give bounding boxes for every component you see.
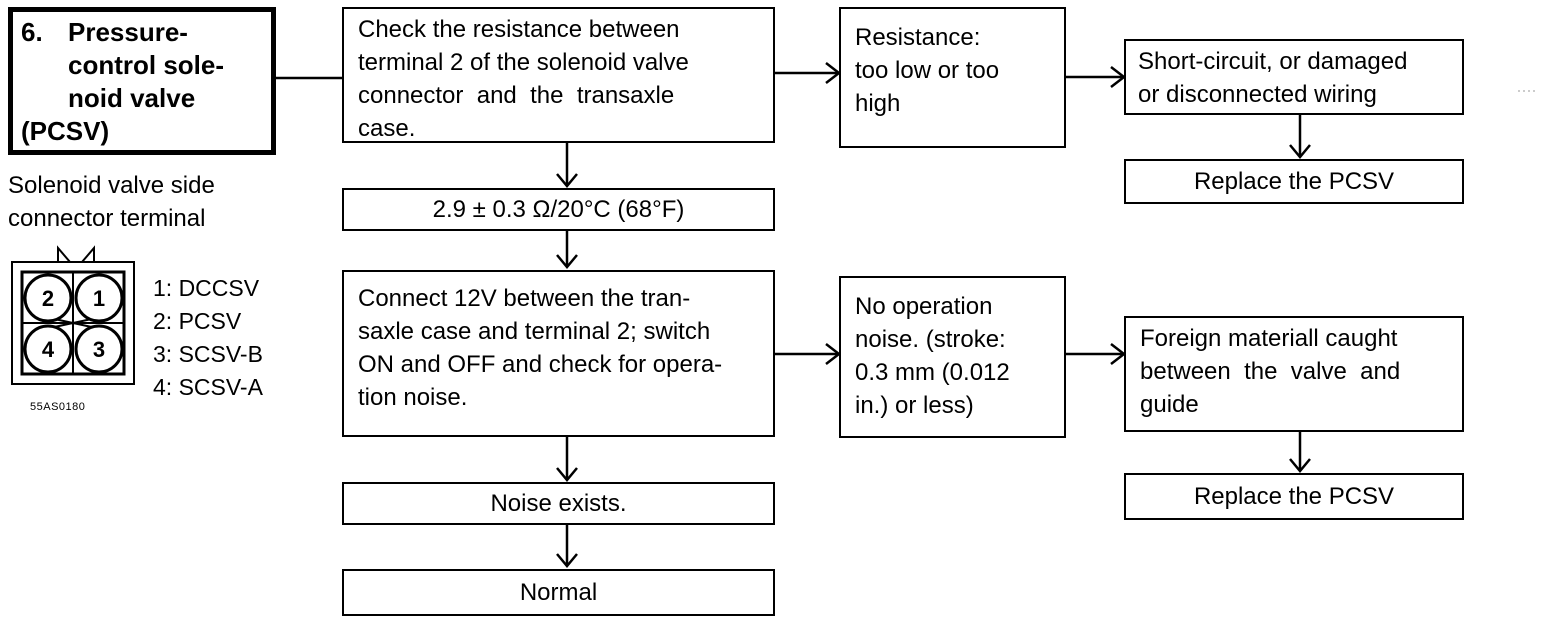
check-line-4: case. [358, 115, 416, 142]
title-line-4: (PCSV) [21, 116, 110, 146]
wiring-line-2: or disconnected wiring [1138, 81, 1377, 108]
check-line-3: connector and the transaxle [358, 82, 675, 109]
foreign-line-3: guide [1140, 391, 1199, 418]
replace-1-text: Replace the PCSV [1193, 167, 1395, 195]
check-line-1: Check the resistance between [358, 16, 680, 43]
noise-exists-text: Noise exists. [490, 489, 627, 517]
fault-no-noise: No operation noise. (stroke: 0.3 mm (0.0… [839, 276, 1066, 438]
arrowhead-noise-normal [556, 553, 578, 568]
connector-legend: 1: DCCSV 2: PCSV 3: SCSV-B 4: SCSV-A [153, 272, 263, 404]
pin-4-label: 4 [42, 337, 55, 362]
step-noise-exists: Noise exists. [342, 482, 775, 525]
arrowhead-check-spec [556, 173, 578, 188]
connect-line-3: ON and OFF and check for opera- [358, 351, 723, 378]
action-replace-pcsv-2: Replace the PCSV [1124, 473, 1464, 520]
pin-2-label: 2 [42, 286, 54, 311]
legend-item-3: 3: SCSV-B [153, 341, 263, 367]
arrowhead-foreign-replace [1289, 458, 1311, 473]
foreign-line-1: Foreign materiall caught [1140, 325, 1398, 352]
title-number: 6. [21, 17, 43, 47]
connect-line-2: saxle case and terminal 2; switch [358, 318, 711, 345]
action-replace-pcsv-1: Replace the PCSV [1124, 159, 1464, 204]
step-connect-12v: Connect 12V between the tran- saxle case… [342, 270, 775, 437]
replace-2-text: Replace the PCSV [1193, 482, 1395, 510]
step-resistance-spec: 2.9 ± 0.3 Ω/20°C (68°F) [342, 188, 775, 231]
legend-item-2: 2: PCSV [153, 308, 242, 334]
no-noise-line-3: 0.3 mm (0.012 [855, 359, 1010, 386]
pin-1-label: 1 [93, 286, 105, 311]
connector-terminal-drawing [11, 245, 135, 385]
connector-caption-line-2: connector terminal [8, 205, 206, 232]
title-box: 6. Pressure- control sole- noid valve (P… [8, 7, 276, 155]
wiring-line-1: Short-circuit, or damaged [1138, 48, 1408, 75]
resistance-line-3: high [855, 90, 901, 117]
no-noise-line-2: noise. (stroke: [855, 326, 1006, 353]
arrowhead-wiring-replace [1289, 144, 1311, 159]
spec-text: 2.9 ± 0.3 Ω/20°C (68°F) [432, 195, 685, 223]
title-line-2: control sole- [68, 50, 225, 80]
title-line-3: noid valve [68, 83, 196, 113]
arrowhead-spec-connect [556, 254, 578, 269]
connector-caption-line-1: Solenoid valve side [8, 172, 215, 199]
check-line-2: terminal 2 of the solenoid valve [358, 49, 689, 76]
arrowhead-connect-noise [556, 467, 578, 482]
foreign-line-2: between the valve and [1140, 358, 1401, 385]
step-normal: Normal [342, 569, 775, 616]
pin-3-label: 3 [93, 337, 105, 362]
connect-line-4: tion noise. [358, 384, 468, 411]
figure-code: 55AS0180 [30, 401, 86, 413]
normal-text: Normal [519, 578, 598, 606]
no-noise-line-1: No operation [855, 293, 993, 320]
resistance-line-2: too low or too [855, 57, 1000, 84]
title-line-1: Pressure- [68, 17, 188, 47]
resistance-line-1: Resistance: [855, 24, 981, 51]
legend-item-4: 4: SCSV-A [153, 374, 263, 400]
fault-resistance: Resistance: too low or too high [839, 7, 1066, 148]
fault-foreign-material: Foreign materiall caught between the val… [1124, 316, 1464, 432]
connect-line-1: Connect 12V between the tran- [358, 285, 691, 312]
legend-item-1: 1: DCCSV [153, 275, 260, 301]
step-check-resistance: Check the resistance between terminal 2 … [342, 7, 775, 143]
no-noise-line-4: in.) or less) [855, 392, 974, 419]
fault-wiring: Short-circuit, or damaged or disconnecte… [1124, 39, 1464, 115]
